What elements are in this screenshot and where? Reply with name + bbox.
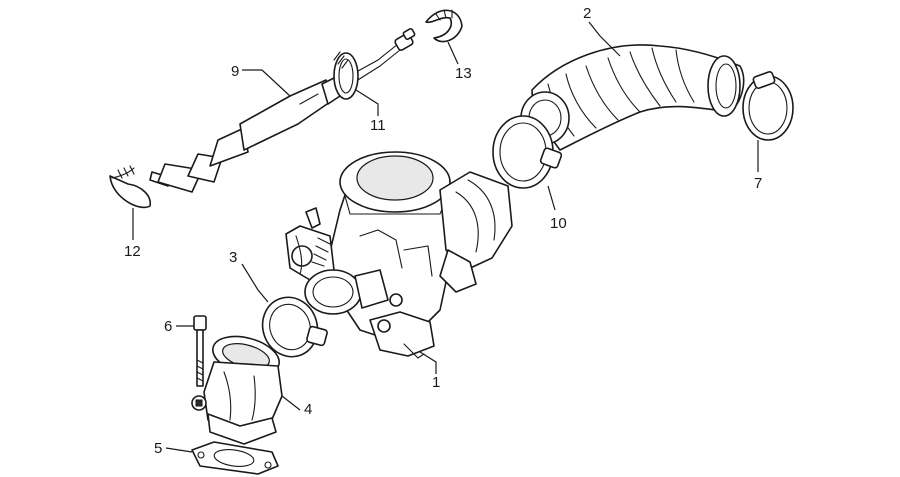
hose-clamp-12 [109, 165, 152, 209]
carburetor [285, 151, 513, 359]
duct-clamp-10 [492, 115, 563, 189]
callout-12: 12 [124, 243, 141, 260]
callout-10: 10 [550, 215, 567, 232]
callout-1: 1 [432, 374, 440, 391]
callout-6: 6 [164, 318, 172, 335]
intake-duct [520, 44, 745, 151]
duct-clamp-7 [742, 70, 794, 141]
manifold-clamp-3 [261, 296, 328, 358]
callout-2: 2 [583, 5, 591, 22]
callout-4: 4 [304, 401, 312, 418]
leader-lines [132, 21, 759, 453]
callout-11: 11 [370, 117, 386, 134]
callout-5: 5 [154, 440, 162, 457]
intake-manifold [191, 335, 283, 445]
callout-labels: 2 9 11 13 12 7 10 1 3 6 4 5 [124, 5, 762, 457]
hose-clamp-13 [425, 9, 463, 43]
callout-3: 3 [229, 249, 237, 266]
gasket-5 [191, 441, 279, 475]
callout-7: 7 [754, 175, 762, 192]
callout-9: 9 [231, 63, 239, 80]
hose-clamp-11 [333, 51, 359, 100]
callout-13: 13 [455, 65, 472, 82]
bolt-6 [193, 315, 207, 387]
